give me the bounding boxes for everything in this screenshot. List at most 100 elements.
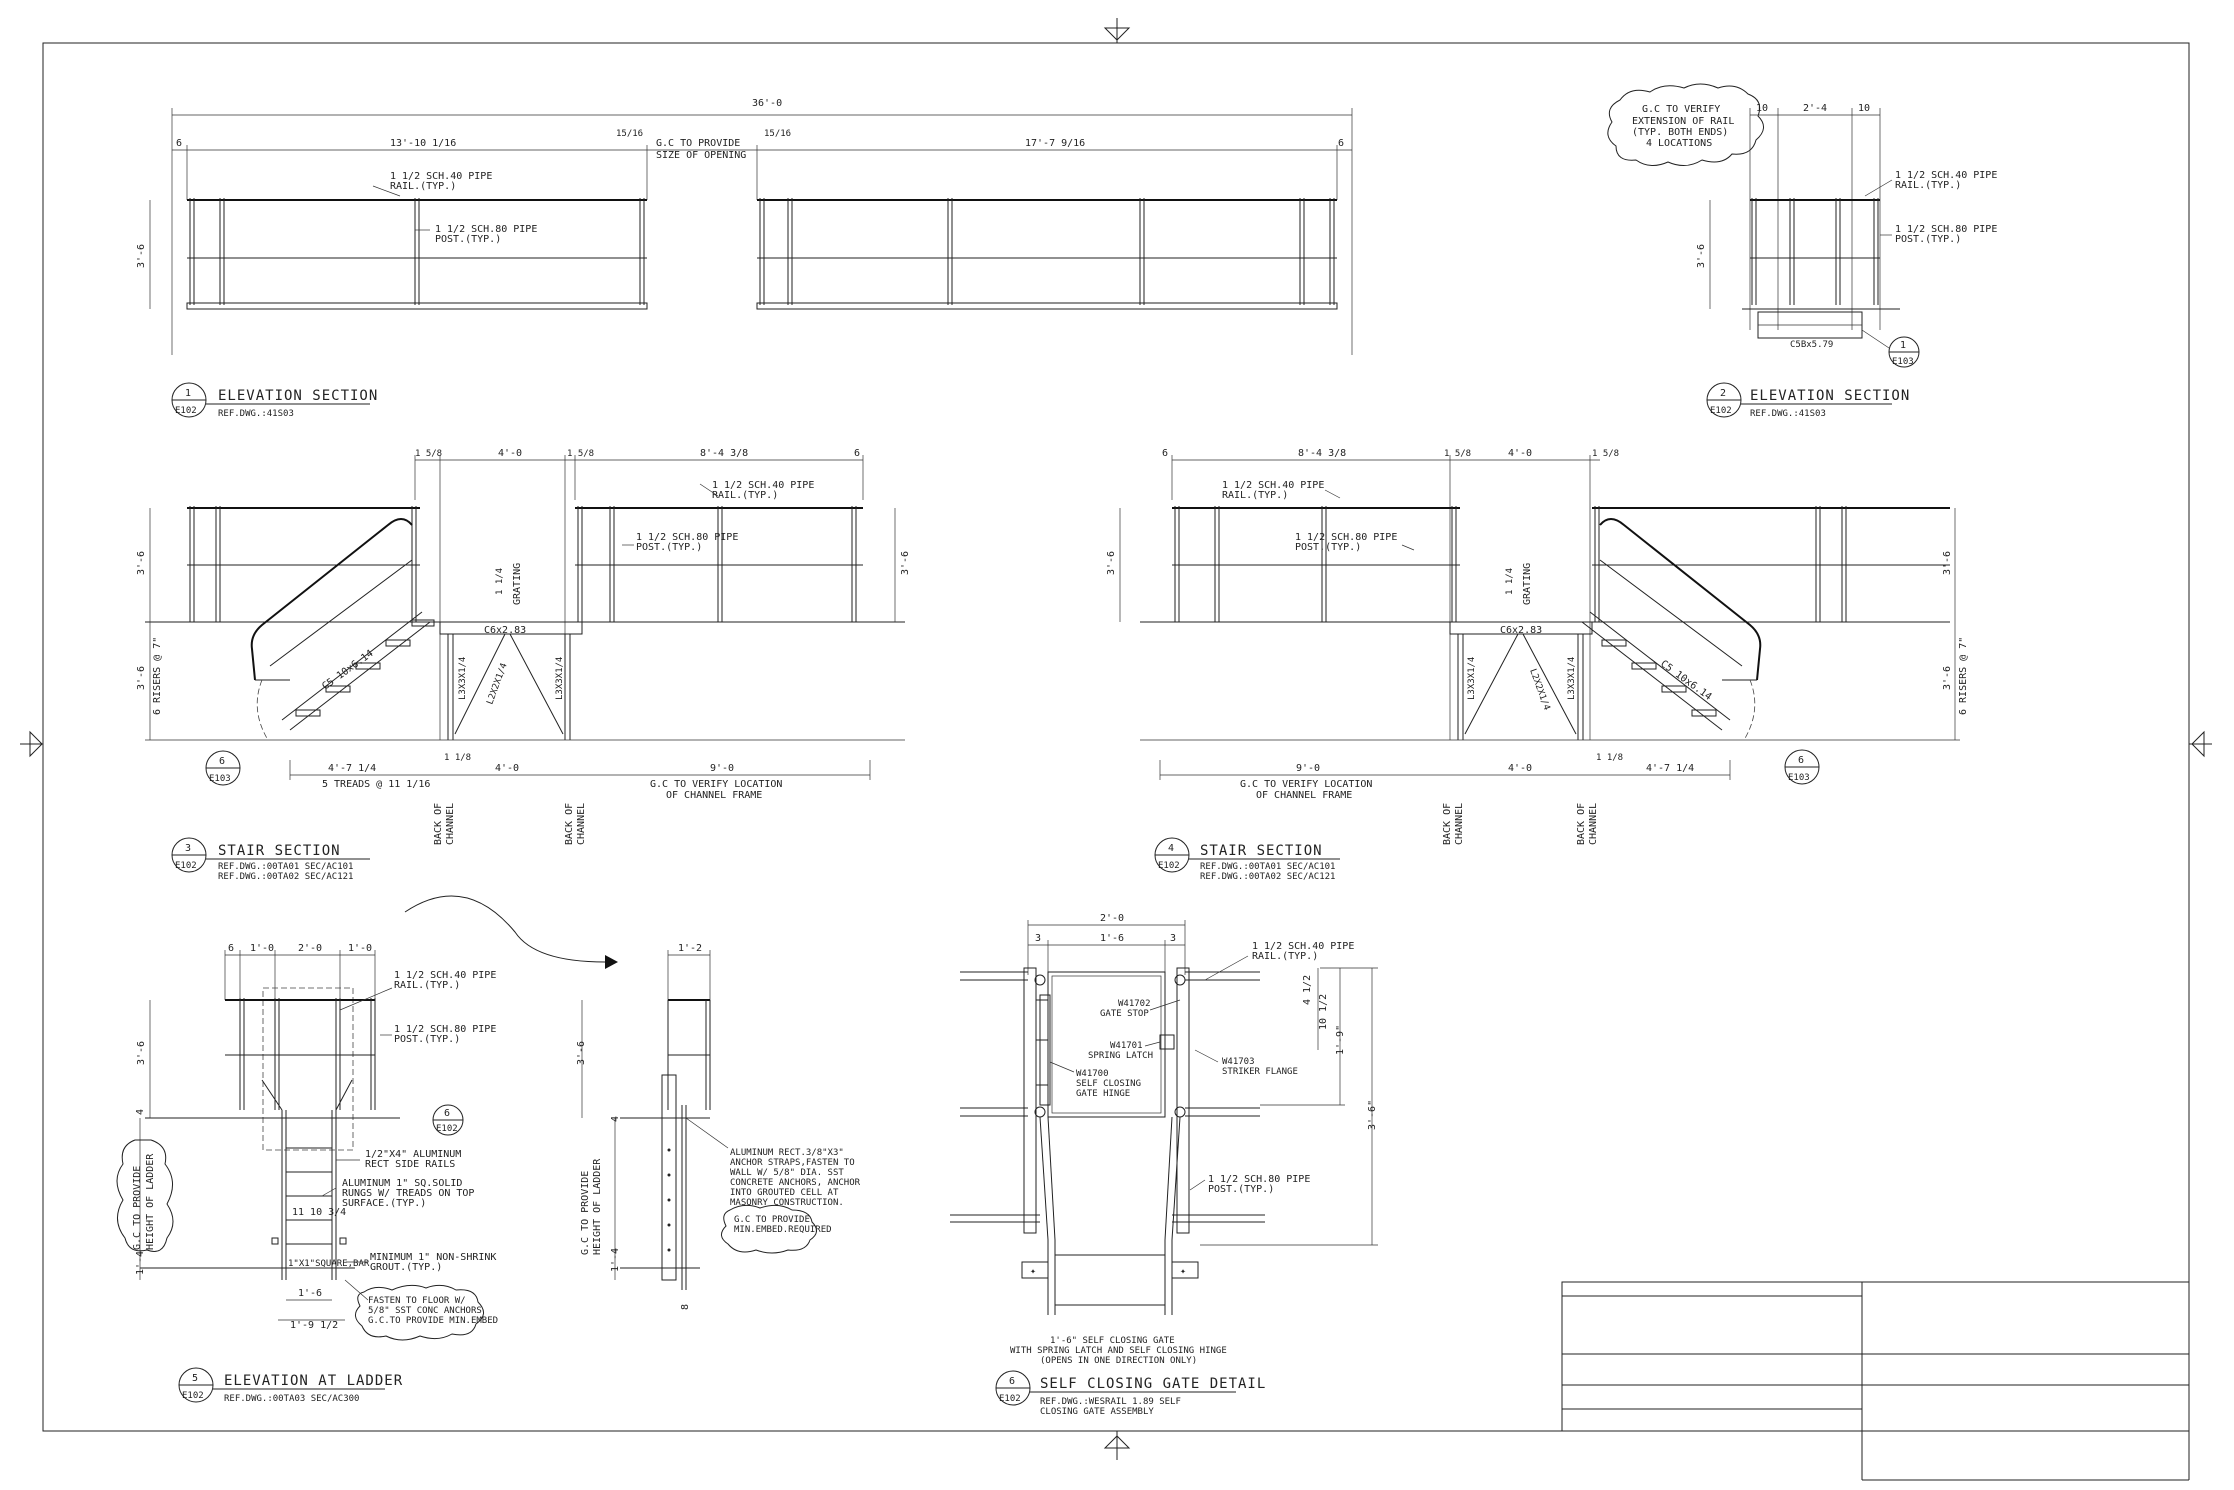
v4-d-top2: 8'-4 3/8 bbox=[1298, 448, 1346, 459]
v5-grout1: MINIMUM 1" NON-SHRINK bbox=[370, 1252, 496, 1263]
v1-sheet-ref: E102 bbox=[175, 406, 197, 416]
v6-stop2: GATE STOP bbox=[1100, 1009, 1149, 1019]
v4-rail-note1: 1 1/2 SCH.40 PIPE bbox=[1222, 480, 1324, 491]
v4-angle1: L3X3X1/4 bbox=[1467, 657, 1477, 700]
v3-d-top2: 4'-0 bbox=[498, 448, 522, 459]
v6-flange1: W41703 bbox=[1222, 1057, 1255, 1067]
v5b-d1: 1'-2 bbox=[678, 943, 702, 954]
v5b-off1: 4 bbox=[610, 1116, 621, 1122]
v4-post-note2: POST.(TYP.) bbox=[1295, 542, 1361, 553]
v6-ref1: REF.DWG.:WESRAIL 1.89 SELF bbox=[1040, 1397, 1181, 1407]
v3-run: 4'-7 1/4 bbox=[328, 763, 376, 774]
v2-d3: 10 bbox=[1858, 103, 1870, 114]
v5b-gc2: HEIGHT OF LADDER bbox=[592, 1158, 603, 1255]
v5-rung3: SURFACE.(TYP.) bbox=[342, 1198, 426, 1209]
v4-det-sheet: E103 bbox=[1788, 773, 1810, 783]
v4-height-r: 3'-6 bbox=[1942, 551, 1953, 575]
v6-rail-note1: 1 1/2 SCH.40 PIPE bbox=[1252, 941, 1354, 952]
v3-back2b: CHANNEL bbox=[576, 803, 587, 845]
v4-d-top3: 1 5/8 bbox=[1444, 449, 1471, 459]
v5-d3: 2'-0 bbox=[298, 943, 322, 954]
v2-d2: 2'-4 bbox=[1803, 103, 1827, 114]
v1-title: ELEVATION SECTION bbox=[218, 388, 378, 404]
v5-fasten-cloud bbox=[355, 1284, 484, 1341]
v4-rail-note2: RAIL.(TYP.) bbox=[1222, 490, 1288, 501]
v1-ref: REF.DWG.:41S03 bbox=[218, 409, 294, 419]
sheet-border bbox=[42, 42, 2190, 1432]
v4-grating-th: 1 1/4 bbox=[1505, 568, 1515, 595]
v3-treads: 5 TREADS @ 11 1/16 bbox=[322, 779, 430, 790]
v2-cloud1: G.C TO VERIFY bbox=[1642, 104, 1720, 115]
v6-view-number: 6 bbox=[1009, 1376, 1015, 1387]
v5-post-note2: POST.(TYP.) bbox=[394, 1034, 460, 1045]
v5-d4: 1'-0 bbox=[348, 943, 372, 954]
center-mark-right bbox=[2189, 730, 2212, 758]
v5-view-number: 5 bbox=[192, 1373, 198, 1384]
v5-gc-cloud bbox=[116, 1139, 174, 1252]
v5-b2: 1'-9 1/2 bbox=[290, 1320, 338, 1331]
v5b-off2: 1'-4 bbox=[610, 1248, 621, 1272]
v6-v1: 4 1/2 bbox=[1302, 975, 1313, 1005]
v3-d-bot-mid: 4'-0 bbox=[495, 763, 519, 774]
v5-gc2: HEIGHT OF LADDER bbox=[145, 1153, 156, 1250]
v5b-strap5: INTO GROUTED CELL AT bbox=[730, 1188, 839, 1198]
v5-fasten1: FASTEN TO FLOOR W/ bbox=[368, 1296, 466, 1306]
v3-verify2: OF CHANNEL FRAME bbox=[666, 790, 762, 801]
v3-back1a: BACK OF bbox=[433, 803, 444, 845]
v6-stop1: W41702 bbox=[1118, 999, 1151, 1009]
v6-cap2: WITH SPRING LATCH AND SELF CLOSING HINGE bbox=[1010, 1346, 1227, 1356]
v6-d1: 3 bbox=[1035, 933, 1041, 944]
v3-ref1: REF.DWG.:00TA01 SEC/AC101 bbox=[218, 862, 353, 872]
v2-post-note2: POST.(TYP.) bbox=[1895, 234, 1961, 245]
v4-det-num: 6 bbox=[1798, 755, 1804, 766]
v1-left-span-dim: 13'-10 1/16 bbox=[390, 138, 456, 149]
v5-d1: 6 bbox=[228, 943, 234, 954]
v1-left-end-dim: 6 bbox=[176, 138, 182, 149]
v4-ref1: REF.DWG.:00TA01 SEC/AC101 bbox=[1200, 862, 1335, 872]
v5-rail-note2: RAIL.(TYP.) bbox=[394, 980, 460, 991]
v2-sheet-ref: E102 bbox=[1710, 406, 1732, 416]
v5b-cloud1: G.C TO PROVIDE bbox=[734, 1215, 810, 1225]
v4-d-top4: 4'-0 bbox=[1508, 448, 1532, 459]
v3-angle1: L3X3X1/4 bbox=[458, 657, 468, 700]
v2-cloud4: 4 LOCATIONS bbox=[1646, 138, 1712, 149]
v2-cloud2: EXTENSION OF RAIL bbox=[1632, 116, 1734, 127]
v6-v3: 1'-9" bbox=[1335, 1025, 1346, 1055]
v5b-strap1: ALUMINUM RECT.3/8"X3" bbox=[730, 1148, 844, 1158]
v3-height-r: 3'-6 bbox=[900, 551, 911, 575]
v2-rail-note2: RAIL.(TYP.) bbox=[1895, 180, 1961, 191]
v3-grating: GRATING bbox=[512, 563, 523, 605]
v6-d3: 3 bbox=[1170, 933, 1176, 944]
v1-right-span-dim: 17'-7 9/16 bbox=[1025, 138, 1085, 149]
v3-ref2: REF.DWG.:00TA02 SEC/AC121 bbox=[218, 872, 353, 882]
v5-rung2: RUNGS W/ TREADS ON TOP bbox=[342, 1188, 474, 1199]
v4-risers: 6 RISERS @ 7" bbox=[1958, 637, 1969, 715]
v5-side1: 1/2"X4" ALUMINUM bbox=[365, 1149, 461, 1160]
view-5-ladder-side: 1'-2 3'-6 4 1'-4 8 G.C TO PROVIDE HEIGHT… bbox=[576, 943, 861, 1310]
v4-view-number: 4 bbox=[1168, 843, 1174, 854]
v4-ref2: REF.DWG.:00TA02 SEC/AC121 bbox=[1200, 872, 1335, 882]
v2-title: ELEVATION SECTION bbox=[1750, 388, 1910, 404]
v2-ref: REF.DWG.:41S03 bbox=[1750, 409, 1826, 419]
v4-title: STAIR SECTION bbox=[1200, 843, 1323, 859]
v3-det-num: 6 bbox=[219, 756, 225, 767]
v1-view-number: 1 bbox=[185, 388, 191, 399]
v3-rail-note2: RAIL.(TYP.) bbox=[712, 490, 778, 501]
v4-stringer: C5 10x6.14 bbox=[1658, 659, 1713, 703]
v4-back1a: BACK OF bbox=[1442, 803, 1453, 845]
v2-cloud3: (TYP. BOTH ENDS) bbox=[1632, 127, 1728, 138]
v6-cap3: (OPENS IN ONE DIRECTION ONLY) bbox=[1040, 1356, 1197, 1366]
v3-height: 3'-6 bbox=[136, 551, 147, 575]
v5b-gc1: G.C TO PROVIDE bbox=[580, 1171, 591, 1255]
v5-sheet-ref: E102 bbox=[182, 1391, 204, 1401]
v1-post-note1: 1 1/2 SCH.80 PIPE bbox=[435, 224, 537, 235]
v5-off2: 1'-4 bbox=[135, 1251, 146, 1275]
view-4-stair-section: 6 8'-4 3/8 1 5/8 4'-0 1 5/8 C6x2.83 L3X3… bbox=[1106, 448, 1969, 882]
center-mark-bottom bbox=[1103, 1431, 1131, 1460]
v3-angle2: L2X2X1/4 bbox=[485, 662, 509, 706]
v6-rail-note2: RAIL.(TYP.) bbox=[1252, 951, 1318, 962]
v6-v2: 10 1/2 bbox=[1318, 994, 1329, 1030]
v5-sq-tube: 1"X1"SQUARE,BAR bbox=[288, 1259, 370, 1269]
v3-d-top3: 1 5/8 bbox=[567, 449, 594, 459]
